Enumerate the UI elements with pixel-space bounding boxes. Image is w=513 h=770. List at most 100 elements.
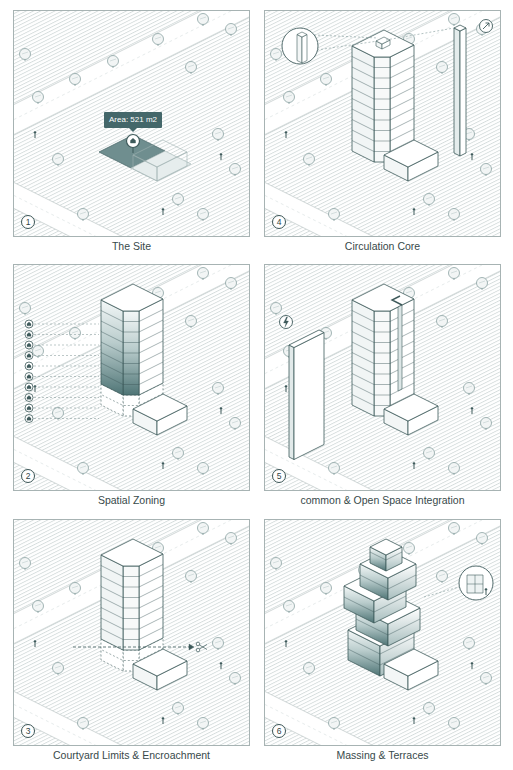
- tree-crown: [424, 703, 435, 714]
- tree-texture: [273, 306, 279, 308]
- step-panel: 6Massing & Terraces: [264, 519, 501, 746]
- person-head: [413, 208, 416, 211]
- person-head: [413, 462, 416, 465]
- step-illustration: [13, 519, 250, 746]
- block-roof: [133, 394, 187, 421]
- floor-line: [344, 596, 406, 612]
- zoning-leader: [34, 376, 99, 377]
- tree-texture: [323, 77, 329, 79]
- tree-crown: [198, 209, 209, 220]
- tree-texture: [155, 546, 161, 548]
- floor-line: [352, 108, 414, 120]
- block-face: [157, 152, 187, 181]
- person-head: [34, 131, 37, 134]
- tree-crown: [20, 49, 31, 60]
- zoning-icon: [25, 341, 33, 349]
- tree-texture: [451, 526, 457, 528]
- zoning-leader: [34, 387, 99, 388]
- tree-crown: [437, 571, 448, 582]
- tree-texture: [451, 17, 457, 19]
- tree-crown: [230, 673, 241, 684]
- tree-texture: [200, 271, 206, 273]
- tree-texture: [273, 52, 279, 54]
- tree-crown: [213, 383, 224, 394]
- tower-roof: [352, 284, 414, 311]
- block-roof: [133, 649, 187, 676]
- block-roof: [297, 32, 307, 37]
- open-space-notch: [398, 305, 402, 391]
- tree-crown: [230, 164, 241, 175]
- tree-texture: [175, 451, 181, 453]
- step-number: 3: [21, 724, 35, 738]
- step-illustration: [264, 264, 501, 491]
- tower-roof: [101, 284, 163, 311]
- floor-line: [352, 87, 414, 99]
- floor-line: [101, 331, 163, 343]
- tree-crown: [198, 268, 209, 279]
- scissors-ring: [196, 648, 200, 652]
- tree-texture: [232, 167, 238, 169]
- block-roof: [384, 140, 438, 167]
- tree-texture: [406, 37, 412, 39]
- tree-texture: [215, 641, 221, 643]
- tree-texture: [215, 386, 221, 388]
- tree-texture: [200, 721, 206, 723]
- tree-crown: [173, 448, 184, 459]
- zoning-leader: [34, 334, 99, 335]
- tree-crown: [449, 268, 460, 279]
- road-centerline: [264, 519, 501, 634]
- icon-glyph: [486, 23, 490, 27]
- tree-crown: [449, 14, 460, 25]
- zoning-leader: [34, 345, 99, 346]
- tree-crown: [304, 154, 315, 165]
- block-face: [454, 28, 460, 156]
- floor-line: [101, 320, 163, 332]
- block-face: [133, 155, 157, 181]
- step-panel: 3Courtyard Limits & Encroachment: [13, 519, 250, 746]
- tree-crown: [449, 463, 460, 474]
- tree-texture: [232, 676, 238, 678]
- floor-line: [101, 617, 163, 629]
- tree-crown: [173, 703, 184, 714]
- tree-texture: [228, 281, 234, 283]
- zoning-leader: [34, 324, 99, 325]
- tree-crown: [449, 718, 460, 729]
- floor-line: [352, 373, 414, 385]
- zoning-leader: [34, 408, 99, 409]
- tree-texture: [306, 157, 312, 159]
- tree-crown: [198, 718, 209, 729]
- tree-crown: [20, 558, 31, 569]
- tree-crown: [213, 638, 224, 649]
- floor-line: [101, 341, 163, 353]
- tree-texture: [188, 574, 194, 576]
- zoning-icon: [25, 362, 33, 370]
- callout-number: 6: [277, 727, 282, 736]
- zoning-leader: [34, 366, 99, 367]
- area-tooltip: Area: 521 m2: [104, 112, 162, 127]
- tree-texture: [55, 411, 61, 413]
- road-centerline: [13, 444, 250, 491]
- tree-crown: [213, 129, 224, 140]
- person-body: [414, 720, 415, 724]
- tree-crown: [271, 558, 282, 569]
- tree-texture: [228, 536, 234, 538]
- tree-texture: [155, 37, 161, 39]
- person-body: [163, 211, 164, 215]
- tree-texture: [466, 641, 472, 643]
- step-illustration: [264, 10, 501, 237]
- zoning-glyph: [27, 385, 31, 389]
- tree-crown: [481, 164, 492, 175]
- road: [13, 177, 250, 237]
- person-head: [162, 462, 165, 465]
- floor-line: [101, 373, 163, 385]
- tree-texture: [426, 451, 432, 453]
- person-body: [221, 410, 222, 414]
- tree-texture: [35, 604, 41, 606]
- person-body: [286, 134, 287, 138]
- zoning-leader: [34, 355, 99, 356]
- tree-texture: [55, 157, 61, 159]
- zoning-glyph: [27, 417, 31, 421]
- leader-line: [317, 41, 378, 50]
- tree-texture: [426, 706, 432, 708]
